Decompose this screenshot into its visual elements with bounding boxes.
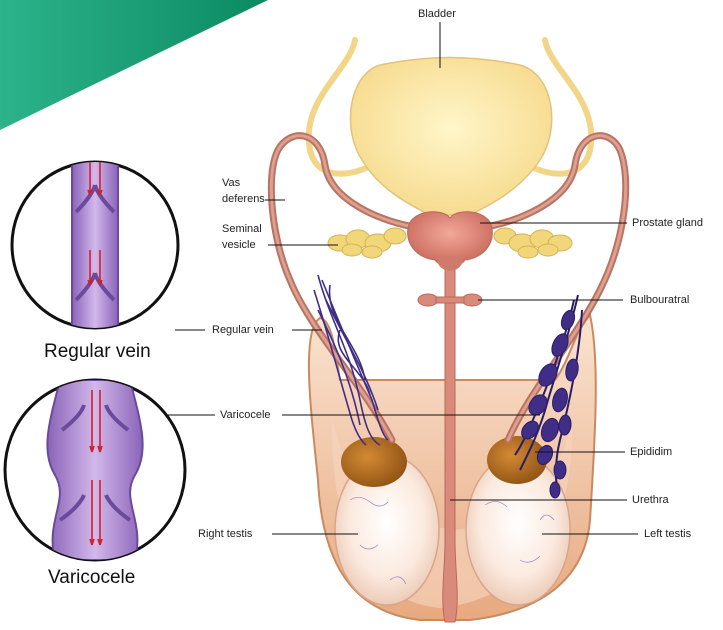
label-prostate: Prostate gland — [632, 217, 703, 230]
label-seminal-2: vesicle — [222, 239, 256, 252]
inset-regular-vein — [12, 150, 178, 350]
label-varicocele: Varicocele — [220, 409, 271, 422]
label-seminal-1: Seminal — [222, 223, 262, 236]
label-vas-deferens-1: Vas — [222, 177, 240, 190]
label-right-testis: Right testis — [198, 528, 252, 541]
right-epididymis — [341, 437, 407, 487]
label-regular-vein: Regular vein — [212, 324, 274, 337]
seminal-vesicle-right — [328, 228, 406, 258]
inset-title-varicocele: Varicocele — [48, 567, 135, 589]
corner-banner — [0, 0, 268, 130]
prostate-lower — [437, 258, 463, 271]
inset-varicocele — [5, 380, 185, 560]
label-bladder: Bladder — [418, 8, 456, 21]
inset-title-regular-vein: Regular vein — [44, 341, 151, 363]
label-urethra: Urethra — [632, 494, 669, 507]
label-vas-deferens-2: deferens — [222, 193, 265, 206]
prostate-gland — [408, 212, 493, 266]
label-bulbourethral: Bulbouratral — [630, 294, 689, 307]
label-epididymis: Epididim — [630, 446, 672, 459]
bladder — [350, 58, 551, 216]
seminal-vesicle-left — [494, 228, 572, 258]
urethra — [443, 265, 457, 622]
label-left-testis: Left testis — [644, 528, 691, 541]
